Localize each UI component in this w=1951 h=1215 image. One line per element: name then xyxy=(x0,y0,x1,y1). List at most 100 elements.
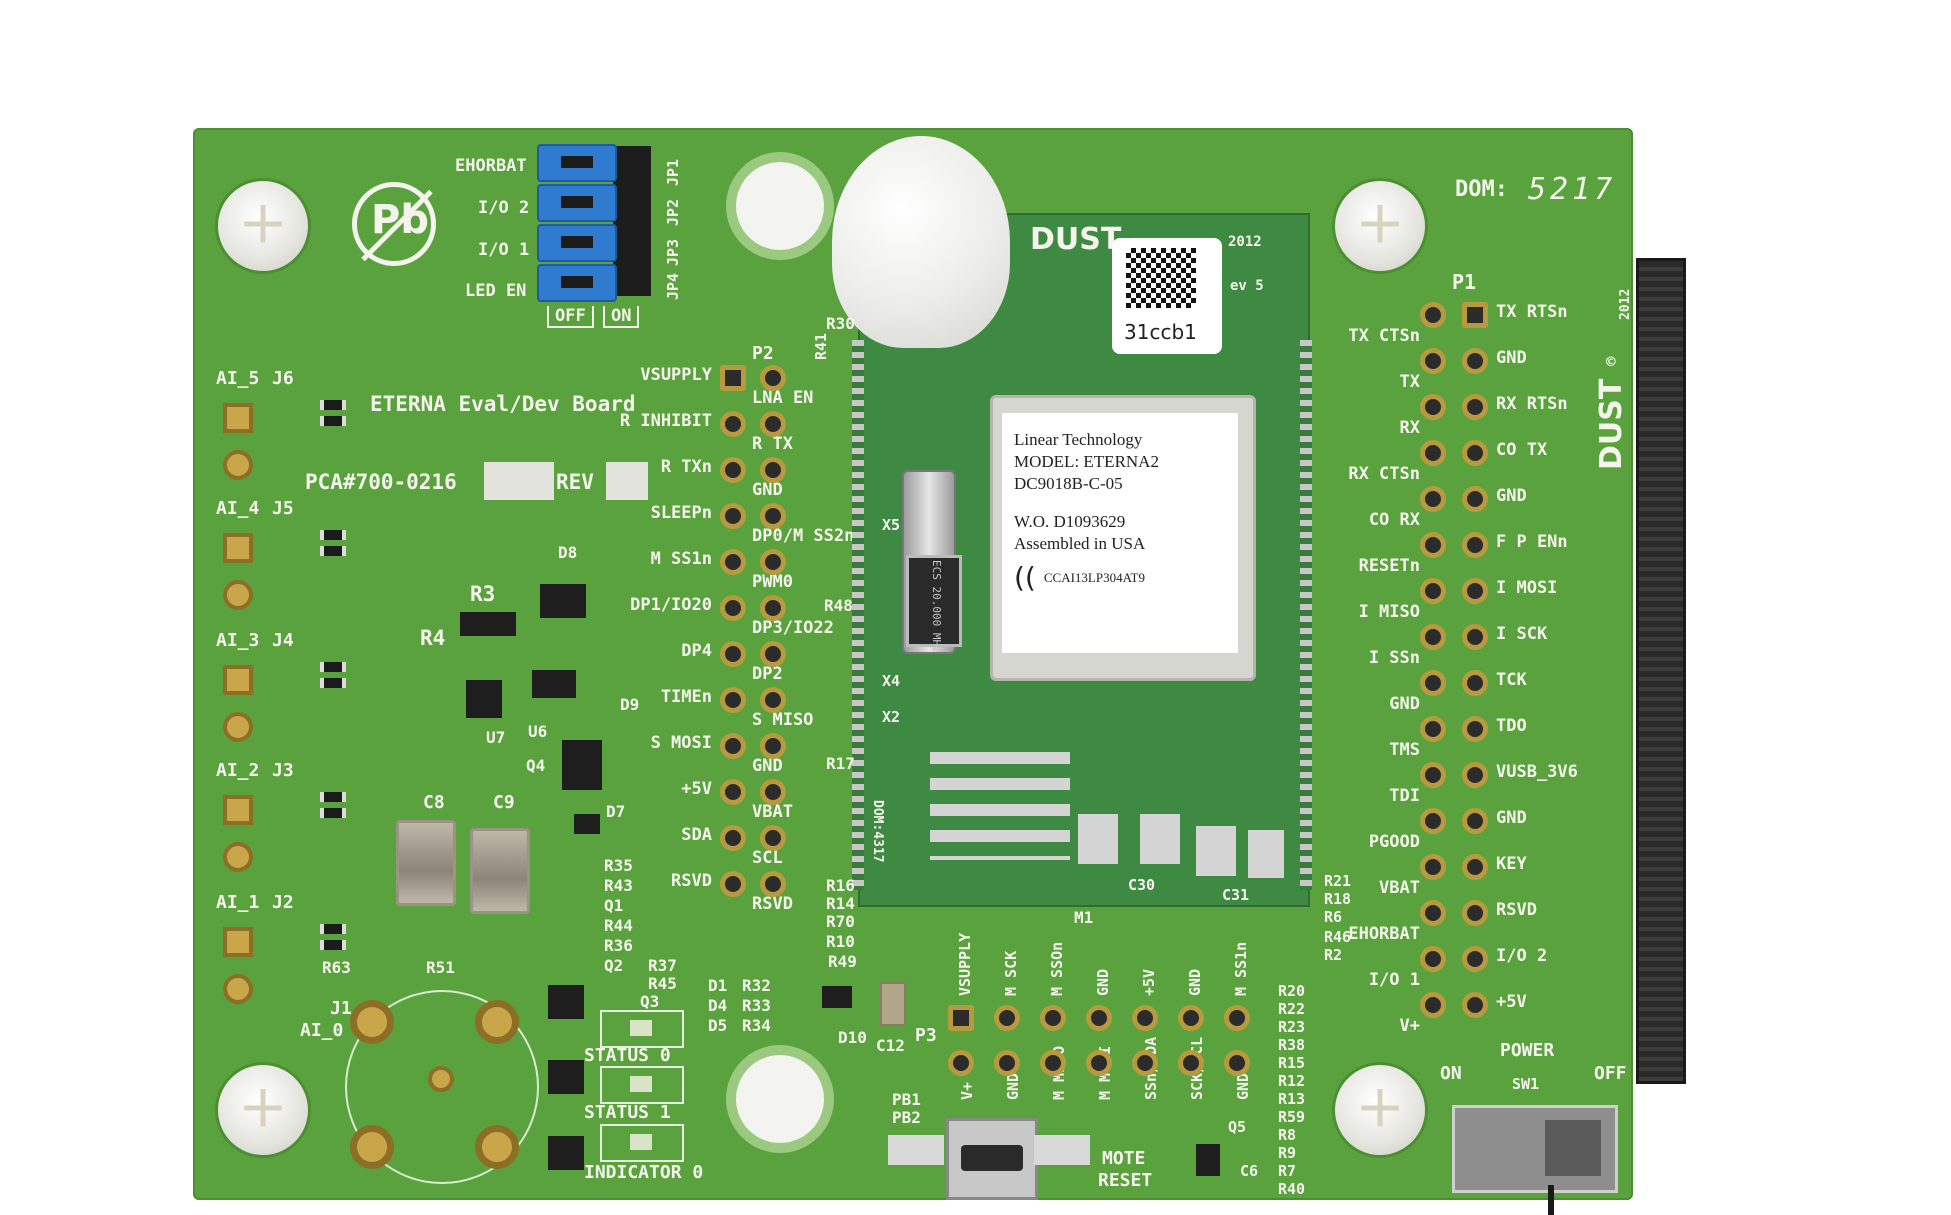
module-dust-logo: DUST xyxy=(1030,222,1122,257)
d4-label: D4 xyxy=(708,996,728,1015)
p3-bottom-label-1: GND xyxy=(1004,1072,1022,1100)
r36-label: R36 xyxy=(604,936,633,955)
p1-left-label-10: TDI xyxy=(1389,786,1420,806)
p3-bottom-label-0: V+ xyxy=(958,1081,976,1100)
module-year: 2012 xyxy=(1228,234,1262,250)
resistor-r55 xyxy=(320,530,346,540)
ai-0-pad-center xyxy=(428,1066,454,1092)
p2-pin-right-0 xyxy=(760,365,786,391)
r8-label: R9 xyxy=(1278,1144,1297,1162)
jumper-jp2[interactable] xyxy=(537,184,617,222)
r19-label: R20 xyxy=(1278,982,1306,1000)
d9-label: D9 xyxy=(620,695,640,714)
rev-label: REV xyxy=(556,470,594,494)
p3-pin-top-1 xyxy=(994,1005,1020,1031)
resistor-r53 xyxy=(320,792,346,802)
status-0-label: STATUS 0 xyxy=(584,1045,671,1066)
p3-bottom-label-6: GND xyxy=(1234,1072,1252,1100)
dom-label: DOM: xyxy=(1455,177,1508,202)
u7-label: U7 xyxy=(486,728,506,747)
power-switch[interactable] xyxy=(1452,1105,1618,1193)
p1-pin-right-11 xyxy=(1462,808,1488,834)
jumper-jp1[interactable] xyxy=(537,144,617,182)
p2-pin-left-3 xyxy=(720,503,746,529)
power-switch-id: SW1 xyxy=(1512,1075,1540,1093)
jumper-id-jp4: JP4 xyxy=(664,272,682,300)
p1-pin-left-0 xyxy=(1420,302,1446,328)
p1-pin-left-8 xyxy=(1420,670,1446,696)
p1-left-label-7: I SSn xyxy=(1368,648,1420,668)
r38-label: R15 xyxy=(1278,1054,1306,1072)
p2-pin-left-11 xyxy=(720,871,746,897)
p2-right-label-2: GND xyxy=(752,480,783,500)
p1-right-label-1: GND xyxy=(1496,348,1527,368)
p1-pin-left-1 xyxy=(1420,348,1446,374)
crystal-chip xyxy=(906,555,962,647)
r18-label: R18 xyxy=(1324,890,1352,908)
ai-1-jack: J2 xyxy=(272,892,294,913)
r13-label: R59 xyxy=(1278,1108,1306,1126)
ai-0-pad-1 xyxy=(350,1000,394,1044)
p2-pin-left-6 xyxy=(720,641,746,667)
p2-left-label-10: SDA xyxy=(681,825,712,845)
chip-u6 xyxy=(532,670,576,698)
p3-top-label-4: +5V xyxy=(1140,968,1158,996)
d7-label: D7 xyxy=(606,802,626,821)
jumper-jp4[interactable] xyxy=(537,264,617,302)
indicator-0-label: INDICATOR 0 xyxy=(584,1162,704,1183)
p2-left-label-6: DP4 xyxy=(681,641,712,661)
p1-pin-right-6 xyxy=(1462,578,1488,604)
power-on-label: ON xyxy=(1440,1063,1462,1084)
r33-label: R33 xyxy=(742,996,771,1015)
chip-d8 xyxy=(540,584,586,618)
mote-reset-button[interactable] xyxy=(946,1118,1038,1200)
p1-right-label-5: F P ENn xyxy=(1496,532,1568,552)
ai-3-pad-1 xyxy=(223,665,253,695)
r30-label: R30 xyxy=(826,314,855,333)
dust-copyright: © xyxy=(1606,352,1616,371)
p2-left-label-2: R TXn xyxy=(660,457,712,477)
r17-label: R17 xyxy=(826,754,855,773)
p3-pin-bottom-1 xyxy=(994,1050,1020,1076)
ai-0-label: AI_0 xyxy=(300,1020,344,1041)
p2-pin-right-9 xyxy=(760,779,786,805)
p2-right-label-11: RSVD xyxy=(752,894,793,914)
rev-label-box xyxy=(606,462,648,500)
p2-pin-left-0 xyxy=(720,365,746,391)
p1-right-label-0: TX RTSn xyxy=(1496,302,1568,322)
board-title: ETERNA Eval/Dev Board xyxy=(370,392,636,416)
p1-pin-right-8 xyxy=(1462,670,1488,696)
p3-top-label-5: GND xyxy=(1186,968,1204,996)
p1-pin-left-9 xyxy=(1420,716,1446,742)
p1-pin-left-15 xyxy=(1420,992,1446,1018)
p3-top-label-0: VSUPPLY xyxy=(956,932,974,996)
q4-label: Q4 xyxy=(526,756,546,775)
p1-pin-right-9 xyxy=(1462,716,1488,742)
r59-label: R8 xyxy=(1278,1126,1297,1144)
r43-label: R43 xyxy=(604,876,633,895)
ai-2-jack: J3 xyxy=(272,760,294,781)
jumper-jp3[interactable] xyxy=(537,224,617,262)
r37-label: R37 xyxy=(648,956,677,975)
r15-label: R12 xyxy=(1278,1072,1306,1090)
resistor-r68 xyxy=(320,416,346,426)
p1-pin-left-14 xyxy=(1420,946,1446,972)
module-pad-array-4 xyxy=(1196,826,1236,876)
p2-right-label-8: GND xyxy=(752,756,783,776)
chip-q1 xyxy=(548,985,584,1019)
light-pipe-dome xyxy=(832,136,1010,348)
p1-left-label-8: GND xyxy=(1389,694,1420,714)
module-serial: 31ccb1 xyxy=(1124,320,1197,344)
q5-label: C6 xyxy=(1240,1162,1259,1180)
status-led-0 xyxy=(600,1010,684,1048)
p2-right-label-9: VBAT xyxy=(752,802,793,822)
module-label-line-1: Linear Technology xyxy=(1014,430,1143,449)
power-switch-actuator[interactable] xyxy=(1548,1185,1554,1215)
p3-top-label-2: M SSOn xyxy=(1048,941,1066,996)
jumper-on-label: ON xyxy=(603,306,640,328)
q3-label: Q3 xyxy=(640,992,660,1011)
reset-label: RESET xyxy=(1098,1170,1153,1191)
r3-label: R3 xyxy=(470,582,496,606)
p2-pin-right-4 xyxy=(760,549,786,575)
ai-2-pad-2 xyxy=(223,842,253,872)
